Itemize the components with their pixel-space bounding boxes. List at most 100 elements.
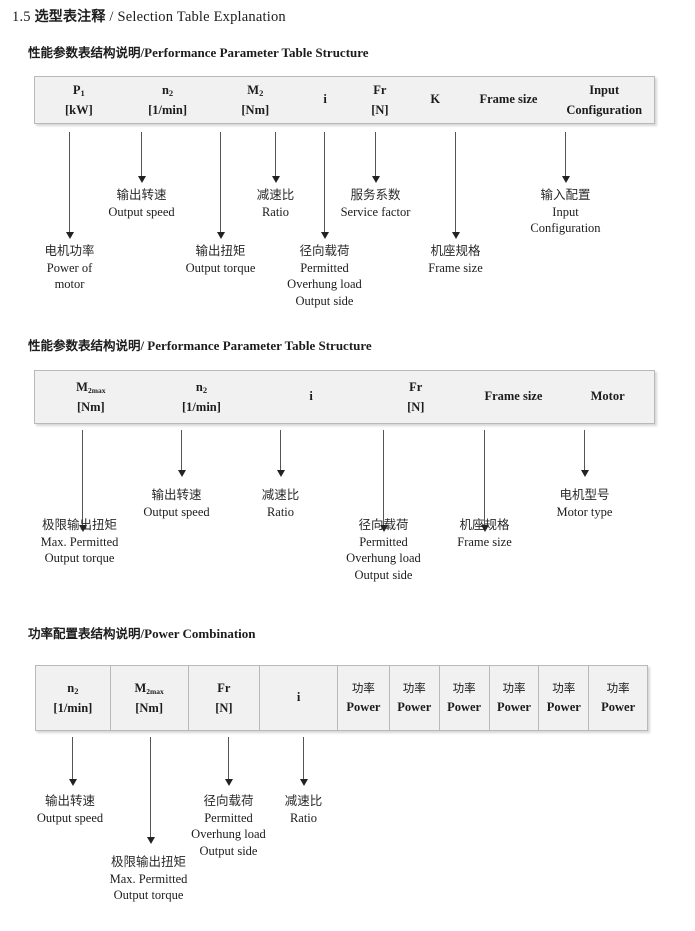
section-1-heading-sep: / (140, 45, 145, 60)
table-header-symbol: M2 (247, 82, 264, 98)
table-header-cell: P1[kW] (35, 77, 123, 123)
callout-output-speed-2: 输出转速 Output speed (143, 487, 210, 519)
callout-frame-size: 机座规格 Frame size (428, 243, 483, 275)
callout-power-of-motor: 电机功率 Power of motor (44, 243, 95, 291)
callout-motor-type: 电机型号 Motor type (556, 487, 613, 519)
section-1-heading-cn: 性能参数表结构说明 (28, 45, 141, 60)
callout-output-speed-3: 输出转速 Output speed (36, 793, 104, 825)
table-header-cell: n2 [1/min] (36, 666, 111, 730)
table-header-cell: 功率 Power (490, 666, 540, 730)
table-header-unit: Power (397, 700, 432, 715)
callout-output-speed: 输出转速 Output speed (108, 187, 175, 219)
table-header-unit: [Nm] (76, 400, 105, 414)
arrow-power-of-motor (65, 132, 74, 239)
table-header-cell: n2[1/min] (147, 371, 257, 423)
table-header-cell: Fr[N] (189, 666, 261, 730)
table-header-symbol: M2max (134, 680, 164, 696)
section-1-heading-en: Performance Parameter Table Structure (144, 45, 369, 60)
table-header-cell: 功率 Power (390, 666, 440, 730)
callout-service-factor: 服务系数 Service factor (340, 187, 411, 219)
callout-output-torque: 输出扭矩 Output torque (185, 243, 256, 275)
table-header-symbol: 功率 (606, 680, 630, 695)
table-header-symbol: Frame size (479, 91, 538, 106)
table-header-cell: Frame size (463, 77, 555, 123)
arrow-ratio (271, 132, 280, 183)
table-header-cell: Frame size (466, 371, 562, 423)
arrow-overhung-load-3 (224, 737, 233, 786)
arrow-frame-size-2 (480, 430, 489, 532)
arrow-frame-size (451, 132, 460, 239)
table-header-unit: Power (601, 700, 636, 715)
arrow-input-configuration (561, 132, 570, 183)
table-header-symbol: Fr (373, 82, 387, 97)
table-header-unit: [1/min] (148, 103, 188, 117)
callout-max-permitted-output-torque-3: 极限输出扭矩 Max. Permitted Output torque (109, 854, 188, 902)
table-header-symbol: P1 (72, 82, 85, 98)
page-title-cn: 选型表注释 (34, 9, 106, 25)
table-header-cell: n2[1/min] (123, 77, 213, 123)
section-3-heading: 功率配置表结构说明/Power Combination (28, 623, 256, 642)
table-header-unit: [N] (371, 103, 389, 117)
table-header-symbol: n2 (67, 680, 79, 696)
table-header-cell: M2 [Nm] (212, 77, 298, 123)
performance-parameter-table-1: P1[kW]n2[1/min] M2 [Nm] i Fr [N] K Frame size In… (34, 76, 655, 124)
table-header-unit: [N] (407, 400, 425, 414)
table-header-cell: 功率 Power (440, 666, 490, 730)
page-title-en: Selection Table Explanation (117, 9, 286, 25)
callout-input-configuration: 输入配置 Input Configuration (530, 187, 601, 235)
section-2-heading-cn: 性能参数表结构说明 (28, 338, 141, 353)
callout-ratio-3: 减速比 Ratio (284, 793, 323, 825)
section-2-heading-sep: / (140, 338, 145, 353)
section-3-heading-cn: 功率配置表结构说明 (28, 626, 141, 641)
table-header-cell: Fr[N] (366, 371, 466, 423)
table-header-unit: Power (496, 700, 531, 715)
table-header-symbol: i (309, 388, 313, 403)
table-header-cell: M2max [Nm] (111, 666, 189, 730)
table-header-cell: Fr [N] (352, 77, 408, 123)
callout-ratio: 减速比 Ratio (256, 187, 295, 219)
table-header-unit: Configuration (566, 103, 643, 117)
table-header-symbol: i (323, 91, 327, 106)
page-title-separator: / (109, 9, 114, 25)
table-header-symbol: Input (589, 82, 620, 97)
table-header-symbol: 功率 (452, 680, 476, 695)
table-header-unit: [Nm] (135, 701, 163, 715)
table-header-symbol: 功率 (402, 680, 426, 695)
section-2-heading: 性能参数表结构说明/ Performance Parameter Table S… (28, 335, 372, 354)
section-3-heading-en: Power Combination (144, 626, 256, 641)
table-header-unit: Power (546, 700, 581, 715)
callout-frame-size-2: 机座规格 Frame size (457, 517, 512, 549)
table-header-cell: i (298, 77, 352, 123)
table-header-unit: [1/min] (53, 701, 93, 715)
section-1-heading: 性能参数表结构说明/Performance Parameter Table St… (28, 42, 369, 61)
table-header-unit: [N] (215, 701, 233, 715)
table-header-cell: i (260, 666, 339, 730)
table-header-unit: [1/min] (182, 400, 221, 414)
table-header-cell: K (408, 77, 463, 123)
section-3-heading-sep: / (140, 626, 145, 641)
section-2-heading-en: Performance Parameter Table Structure (147, 338, 372, 353)
table-header-symbol: 功率 (351, 680, 375, 695)
table-header-symbol: 功率 (502, 680, 526, 695)
table-header-symbol: K (430, 91, 441, 106)
callout-max-permitted-output-torque: 极限输出扭矩 Max. Permitted Output torque (40, 517, 119, 565)
arrow-output-torque (216, 132, 225, 239)
table-header-unit: [Nm] (241, 103, 270, 117)
arrow-motor-type (580, 430, 589, 477)
arrow-max-permitted-output-torque-3 (146, 737, 155, 844)
callout-overhung-load: 径向载荷 Permitted Overhung load Output side (287, 243, 362, 308)
page-title: 1.5 选型表注释 / Selection Table Explanation (12, 6, 286, 26)
callout-overhung-load-3: 径向载荷 Permitted Overhung load Output side (191, 793, 266, 858)
table-header-cell: M2max [Nm] (35, 371, 147, 423)
table-header-cell: 功率 Power (589, 666, 647, 730)
table-header-symbol: Frame size (484, 388, 543, 403)
table-header-symbol: i (296, 689, 301, 704)
table-header-symbol: M2max (76, 379, 106, 395)
table-header-unit: Power (447, 700, 482, 715)
table-header-cell: i (256, 371, 366, 423)
arrow-ratio-2 (276, 430, 285, 477)
